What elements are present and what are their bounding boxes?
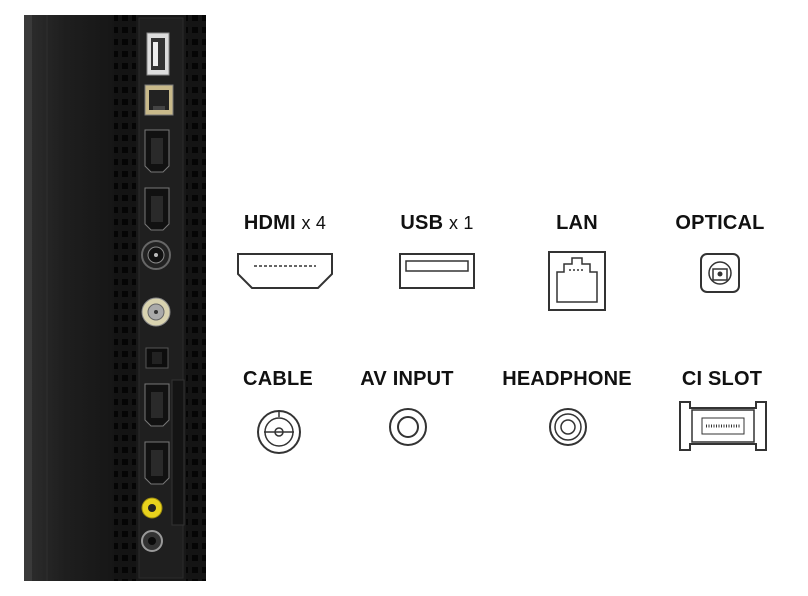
antenna-jack-photo (141, 240, 171, 270)
port-label: OPTICAL (675, 212, 765, 234)
port-label: LAN (556, 212, 598, 234)
headphone-port-icon (549, 408, 587, 446)
port-label: HDMI x 4 (243, 212, 327, 234)
port-label: USB x 1 (400, 212, 474, 234)
port-label: AV INPUT (360, 368, 454, 390)
hdmi-jack-photo (144, 441, 170, 485)
hdmi-port-icon (237, 253, 333, 289)
usb-jack-photo (146, 32, 170, 76)
av-input-port-icon (389, 408, 427, 446)
hdmi-jack-photo (144, 129, 170, 173)
satellite-jack-photo (141, 297, 171, 327)
av-jack-photo (141, 497, 163, 519)
headphone-jack-photo (141, 530, 163, 552)
optical-jack-photo (145, 347, 169, 369)
cable-port-icon (257, 410, 301, 454)
port-label: CABLE (243, 368, 313, 390)
tv-side-panel-image (24, 15, 206, 581)
port-label: CI SLOT (681, 368, 763, 390)
hdmi-jack-photo (144, 187, 170, 231)
usb-port-icon (399, 253, 475, 289)
lan-port-icon (548, 251, 606, 311)
optical-port-icon (700, 253, 740, 293)
port-label: HEADPHONE (502, 368, 632, 390)
hdmi-jack-photo (144, 383, 170, 427)
lan-jack-photo (144, 84, 174, 116)
ci-slot-icon (679, 401, 767, 451)
